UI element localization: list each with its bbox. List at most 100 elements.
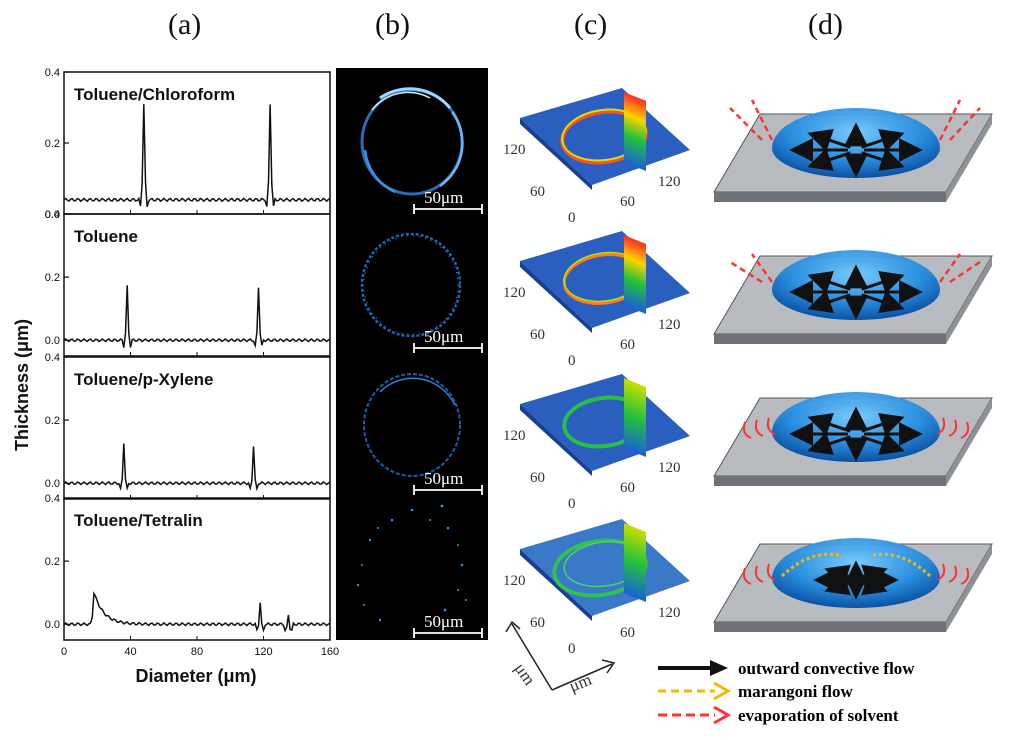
tick-c4-60b: 60 [620, 625, 635, 641]
surface-plots: 120 60 0 60 120 120 60 0 60 120 120 60 [503, 88, 690, 696]
evaporation-arrow [729, 107, 763, 141]
evaporation-arrow [936, 563, 970, 585]
substrate-edge [714, 476, 946, 486]
thickness-profile-line-2 [63, 285, 331, 349]
droplet-schematic-2 [713, 250, 993, 344]
subplot-label-2: Toluene [74, 227, 138, 246]
y-tick-label: 0.2 [45, 556, 60, 568]
outward-flow-arrow [861, 413, 905, 436]
x-tick-label: 120 [254, 646, 272, 658]
tick-c2-120: 120 [503, 285, 526, 301]
outward-flow-arrow [861, 129, 905, 152]
tick-c1-60b: 60 [620, 194, 635, 210]
tick-c2-60: 60 [530, 327, 545, 343]
x-tick-label: 160 [321, 646, 339, 658]
y-tick-label: 0.2 [45, 415, 60, 427]
tick-c1-120: 120 [503, 142, 526, 158]
y-tick-label: 0.4 [45, 67, 60, 79]
subplot-label-3: Toluene/p-Xylene [74, 370, 214, 389]
legend-item-evaporation: evaporation of solvent [658, 705, 899, 725]
y-tick-label: 0.4 [45, 352, 60, 364]
panel-label-a: (a) [168, 8, 202, 41]
tick-c3-0: 0 [568, 496, 576, 512]
fluorescence-ring-1 [360, 87, 464, 196]
panel-label-b: (b) [375, 8, 410, 41]
y-tick-label: 0.0 [45, 478, 60, 490]
flow-schematics [713, 99, 993, 632]
marangoni-flow-arrow [780, 552, 843, 578]
outward-flow-arrow [807, 432, 851, 455]
fluorescence-ring-2 [360, 232, 462, 338]
tick-c4-120: 120 [503, 573, 526, 589]
tick-c2-120b: 120 [658, 317, 681, 333]
fluorescence-ring-4 [356, 504, 467, 622]
tick-c1-60: 60 [530, 184, 545, 200]
tick-c1-0: 0 [568, 210, 576, 226]
y-tick-label: 0.4 [45, 493, 60, 505]
x-tick-label: 40 [124, 646, 136, 658]
panel-label-c: (c) [574, 8, 608, 41]
evaporation-arrow [936, 417, 970, 439]
scale-bar-label-1: 50μm [424, 188, 463, 207]
outward-flow-arrow [807, 148, 851, 171]
scale-bar-label-2: 50μm [424, 327, 463, 346]
substrate-side [946, 398, 992, 486]
tick-c3-120: 120 [503, 428, 526, 444]
tick-c2-60b: 60 [620, 337, 635, 353]
evaporation-arrow [750, 253, 774, 283]
thickness-profile-line-1 [63, 104, 331, 208]
y-tick-label: 0.2 [45, 138, 60, 150]
evaporation-arrow [742, 417, 776, 439]
legend: outward convective flow marangoni flow e… [658, 659, 915, 725]
y-tick-label: 0.0 [45, 619, 60, 631]
fluorescence-background [336, 68, 488, 640]
tick-c1-120b: 120 [658, 174, 681, 190]
legend-item-marangoni: marangoni flow [658, 681, 853, 701]
legend-label-outward: outward convective flow [738, 659, 915, 678]
evaporation-arrow [742, 563, 776, 585]
subplot-label-1: Toluene/Chloroform [74, 85, 235, 104]
substrate-side [946, 256, 992, 344]
tick-c3-60b: 60 [620, 480, 635, 496]
surface-plot-4: 120 60 0 60 120 [503, 519, 690, 657]
droplet-schematic-1 [713, 99, 993, 202]
tick-c4-120b: 120 [658, 605, 681, 621]
surface-axis-arrows [505, 620, 616, 691]
y-axis-label: Thickness (μm) [12, 319, 32, 451]
substrate-side [946, 114, 992, 202]
substrate-edge [714, 622, 946, 632]
legend-item-outward-flow: outward convective flow [658, 659, 915, 678]
evaporation-arrow [938, 99, 962, 141]
legend-label-evaporation: evaporation of solvent [738, 706, 899, 725]
evaporation-arrow [938, 253, 962, 283]
substrate-edge [714, 192, 946, 202]
substrate-edge [714, 334, 946, 344]
scale-bar-label-3: 50μm [424, 469, 463, 488]
x-tick-label: 0 [61, 646, 67, 658]
outward-flow-arrow [807, 290, 851, 313]
evaporation-arrow [949, 260, 981, 284]
outward-flow-arrow [861, 564, 888, 588]
thickness-profile-charts: Thickness (μm) Diameter (μm) 0.00.20.4To… [12, 67, 339, 686]
tick-c3-120b: 120 [658, 460, 681, 476]
tick-c3-60: 60 [530, 470, 545, 486]
y-tick-label: 0.0 [45, 335, 60, 347]
x-tick-label: 80 [191, 646, 203, 658]
evaporation-arrow [750, 99, 774, 141]
thickness-profile-line-3 [63, 443, 331, 492]
y-tick-label: 0.4 [45, 209, 60, 221]
evaporation-arrow [729, 260, 763, 284]
scale-bar-label-4: 50μm [424, 612, 463, 631]
legend-label-marangoni: marangoni flow [738, 682, 853, 701]
droplet-schematic-3 [713, 392, 993, 486]
marangoni-flow-arrow [869, 552, 932, 578]
panel-label-d: (d) [808, 8, 843, 41]
y-tick-label: 0.0 [45, 209, 60, 221]
droplet-schematic-4 [713, 538, 993, 632]
fluorescence-images: 50μm 50μm 50μm 50μm [336, 68, 488, 640]
scale-bars [413, 204, 483, 638]
axis-unit-left: μm [511, 659, 539, 688]
tick-c2-0: 0 [568, 353, 576, 369]
thickness-profile-line-4 [63, 591, 331, 633]
